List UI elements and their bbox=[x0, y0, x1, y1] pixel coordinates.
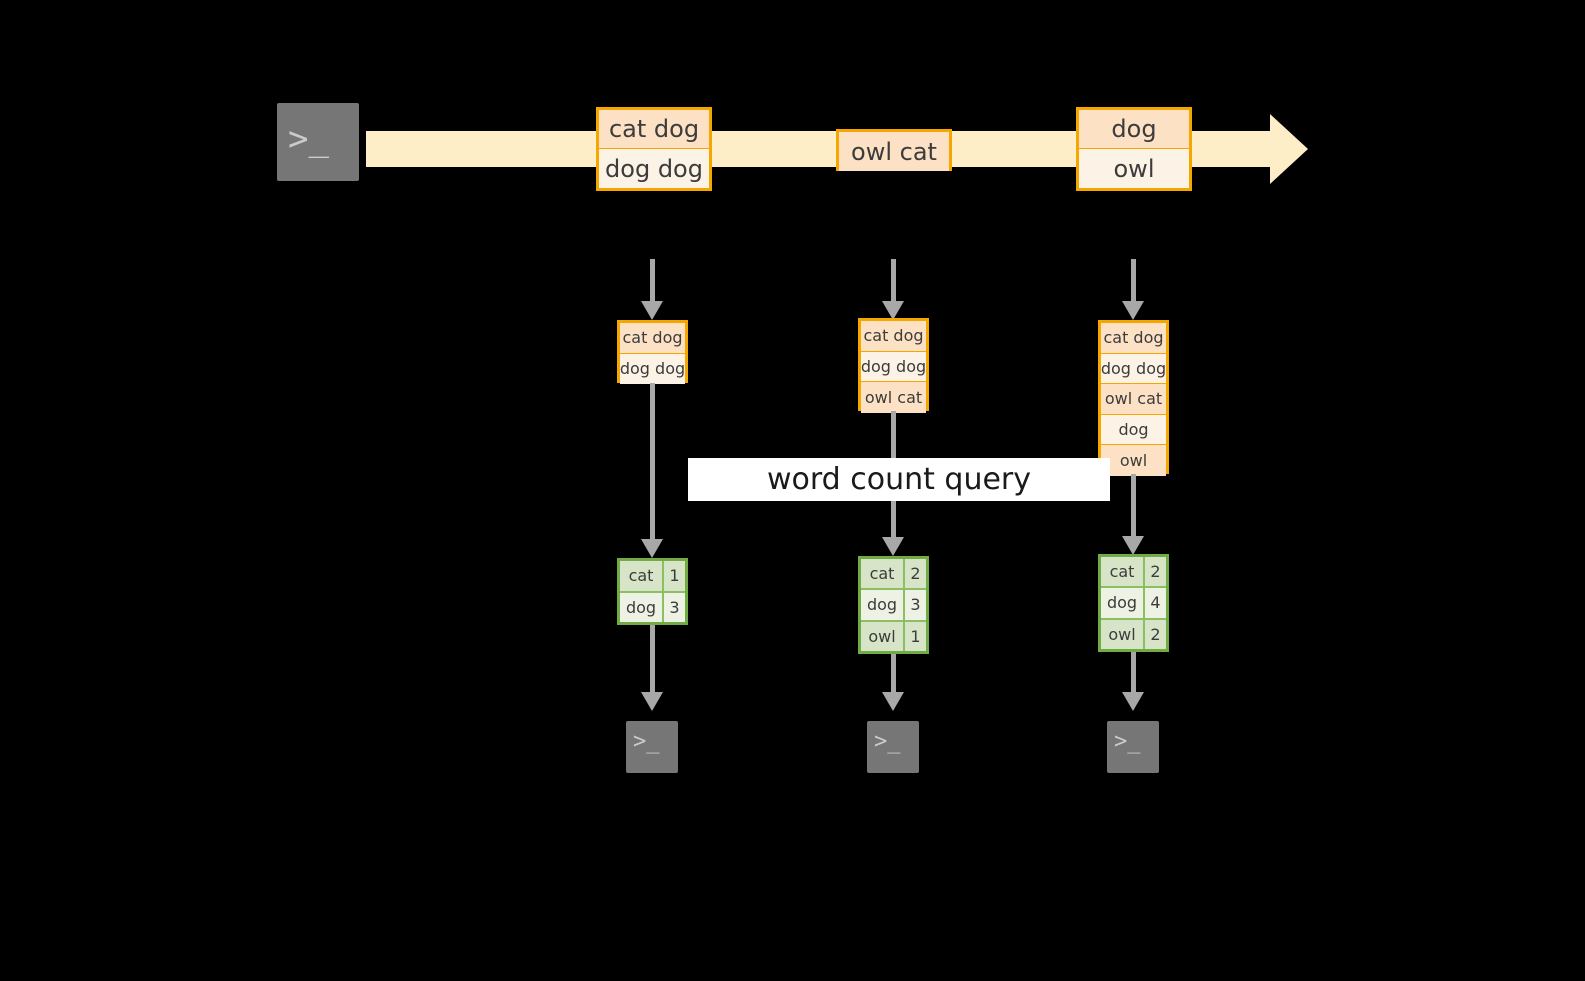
stream-event: dog bbox=[1079, 110, 1189, 149]
query-arrow-head-1 bbox=[641, 539, 663, 558]
query-arrow-head-3 bbox=[1122, 536, 1144, 555]
snapshot-1-input-table: cat dog dog dog bbox=[617, 320, 688, 384]
result-key: dog bbox=[861, 590, 905, 620]
input-row: cat dog bbox=[861, 321, 926, 352]
ingest-arrow-shaft-2 bbox=[891, 259, 896, 304]
query-arrow-head-2 bbox=[882, 537, 904, 556]
query-arrow-shaft-3 bbox=[1131, 474, 1136, 542]
snapshot-2-result-table: cat 2 dog 3 owl 1 bbox=[858, 556, 929, 654]
sink-arrow-shaft-1 bbox=[650, 625, 655, 697]
snapshot-3-sink-terminal-icon: >_ bbox=[1100, 714, 1166, 780]
stream-group-3: dog owl bbox=[1076, 107, 1192, 191]
result-key: cat bbox=[1101, 557, 1145, 587]
stream-event: cat dog bbox=[599, 110, 709, 149]
sink-arrow-shaft-3 bbox=[1131, 652, 1136, 697]
input-row: owl cat bbox=[1101, 384, 1166, 415]
sink-arrow-head-3 bbox=[1122, 692, 1144, 711]
input-row: cat dog bbox=[1101, 323, 1166, 354]
sink-arrow-head-1 bbox=[641, 692, 663, 711]
stream-event: dog dog bbox=[599, 149, 709, 188]
ingest-arrow-head-2 bbox=[882, 301, 904, 320]
ingest-arrow-shaft-3 bbox=[1131, 259, 1136, 304]
sink-arrow-shaft-2 bbox=[891, 654, 896, 697]
result-row: cat 2 bbox=[1101, 557, 1166, 589]
snapshot-2-input-table: cat dog dog dog owl cat bbox=[858, 318, 929, 413]
result-row: cat 2 bbox=[861, 559, 926, 591]
result-row: dog 3 bbox=[620, 592, 685, 622]
query-label: word count query bbox=[688, 458, 1110, 501]
result-row: dog 3 bbox=[861, 590, 926, 622]
result-key: dog bbox=[620, 592, 664, 622]
result-value: 2 bbox=[1145, 619, 1166, 649]
result-key: cat bbox=[620, 561, 664, 591]
input-row: dog dog bbox=[1101, 353, 1166, 384]
stream-event: owl bbox=[1079, 149, 1189, 188]
snapshot-3-result-table: cat 2 dog 4 owl 2 bbox=[1098, 554, 1169, 652]
result-key: owl bbox=[1101, 619, 1145, 649]
snapshot-1-result-table: cat 1 dog 3 bbox=[617, 558, 688, 625]
result-value: 1 bbox=[905, 621, 926, 651]
snapshot-2-sink-terminal-icon: >_ bbox=[860, 714, 926, 780]
source-terminal-icon: >_ bbox=[268, 94, 368, 190]
stream-group-2: owl cat bbox=[836, 129, 952, 171]
result-value: 1 bbox=[664, 561, 685, 591]
ingest-arrow-shaft-1 bbox=[650, 259, 655, 304]
stream-group-1: cat dog dog dog bbox=[596, 107, 712, 191]
result-row: owl 2 bbox=[1101, 619, 1166, 649]
result-row: dog 4 bbox=[1101, 588, 1166, 620]
snapshot-1-sink-terminal-icon: >_ bbox=[619, 714, 685, 780]
input-row: cat dog bbox=[620, 323, 685, 354]
result-value: 2 bbox=[905, 559, 926, 589]
result-key: cat bbox=[861, 559, 905, 589]
input-row: owl bbox=[1101, 445, 1166, 476]
result-value: 4 bbox=[1145, 588, 1166, 618]
terminal-prompt-glyph: >_ bbox=[633, 729, 660, 754]
input-row: dog bbox=[1101, 414, 1166, 445]
input-row: dog dog bbox=[620, 353, 685, 384]
result-value: 3 bbox=[664, 592, 685, 622]
input-row: owl cat bbox=[861, 382, 926, 413]
terminal-prompt-glyph: >_ bbox=[1114, 729, 1141, 754]
ingest-arrow-head-3 bbox=[1122, 301, 1144, 320]
result-value: 3 bbox=[905, 590, 926, 620]
result-value: 2 bbox=[1145, 557, 1166, 587]
result-key: dog bbox=[1101, 588, 1145, 618]
result-key: owl bbox=[861, 621, 905, 651]
result-row: cat 1 bbox=[620, 561, 685, 593]
terminal-prompt-glyph: >_ bbox=[874, 729, 901, 754]
ingest-arrow-head-1 bbox=[641, 301, 663, 320]
sink-arrow-head-2 bbox=[882, 692, 904, 711]
result-row: owl 1 bbox=[861, 621, 926, 651]
input-row: dog dog bbox=[861, 351, 926, 382]
query-arrow-shaft-1 bbox=[650, 383, 655, 544]
stream-event: owl cat bbox=[839, 132, 949, 171]
snapshot-3-input-table: cat dog dog dog owl cat dog owl bbox=[1098, 320, 1169, 476]
terminal-prompt-glyph: >_ bbox=[288, 119, 329, 159]
stream-arrow-head bbox=[1270, 114, 1308, 184]
